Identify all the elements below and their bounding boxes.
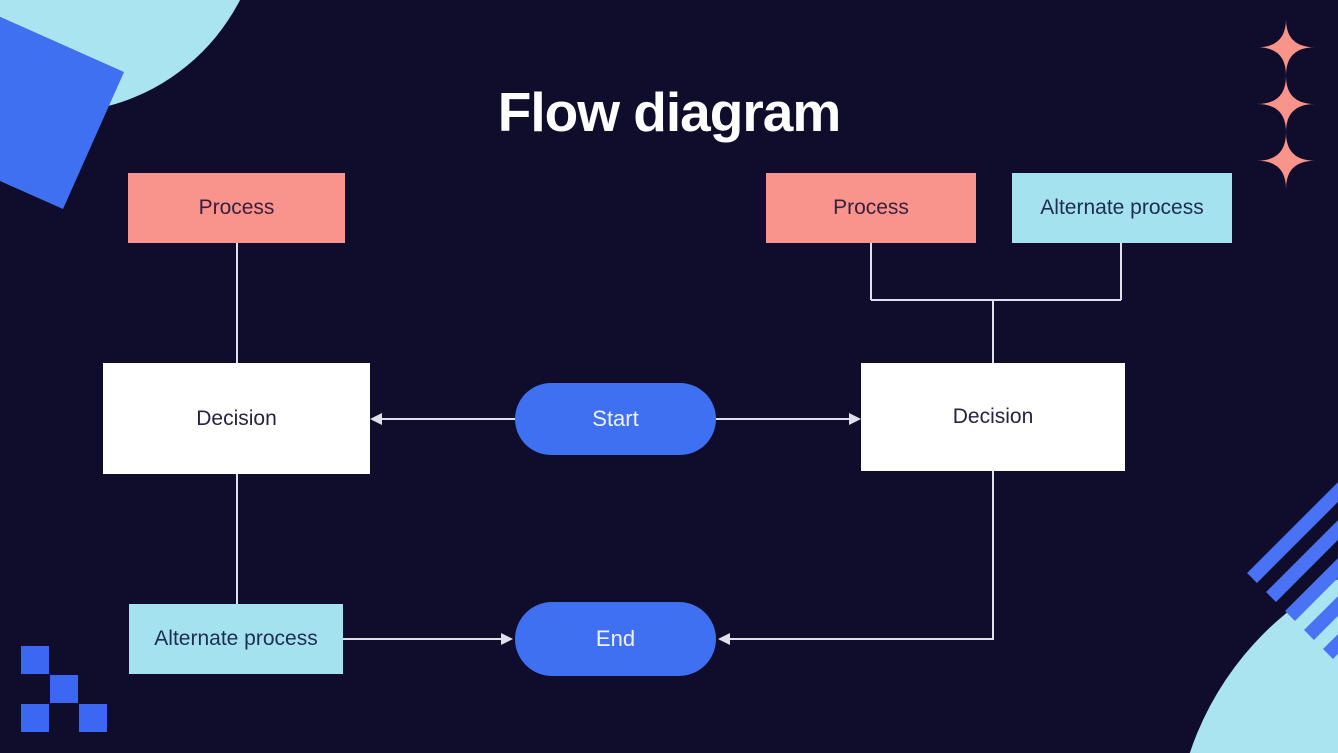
node-decision-left[interactable]: Decision bbox=[103, 363, 370, 474]
node-process-left[interactable]: Process bbox=[128, 173, 345, 243]
node-alternate-process-right[interactable]: Alternate process bbox=[1012, 173, 1232, 243]
arrowhead-right bbox=[501, 633, 513, 645]
connector-decision-right-to-end bbox=[728, 471, 994, 640]
node-process-right[interactable]: Process bbox=[766, 173, 976, 243]
pixel-square bbox=[50, 675, 78, 703]
node-start[interactable]: Start bbox=[515, 383, 716, 455]
node-end[interactable]: End bbox=[515, 602, 716, 676]
arrowhead-right bbox=[849, 413, 861, 425]
diagonal-stripes-decoration bbox=[1247, 482, 1338, 659]
node-decision-right[interactable]: Decision bbox=[861, 363, 1125, 471]
connector-merge-to-decision-right bbox=[870, 243, 1122, 363]
pixel-square bbox=[79, 704, 107, 732]
arrowhead-left bbox=[718, 633, 730, 645]
coral-star-chain-decoration bbox=[1257, 19, 1315, 189]
page-title: Flow diagram bbox=[497, 81, 842, 143]
node-alternate-process-bottom[interactable]: Alternate process bbox=[129, 604, 343, 674]
arrowhead-left bbox=[370, 413, 382, 425]
pixel-square bbox=[21, 704, 49, 732]
pixel-square bbox=[21, 646, 49, 674]
